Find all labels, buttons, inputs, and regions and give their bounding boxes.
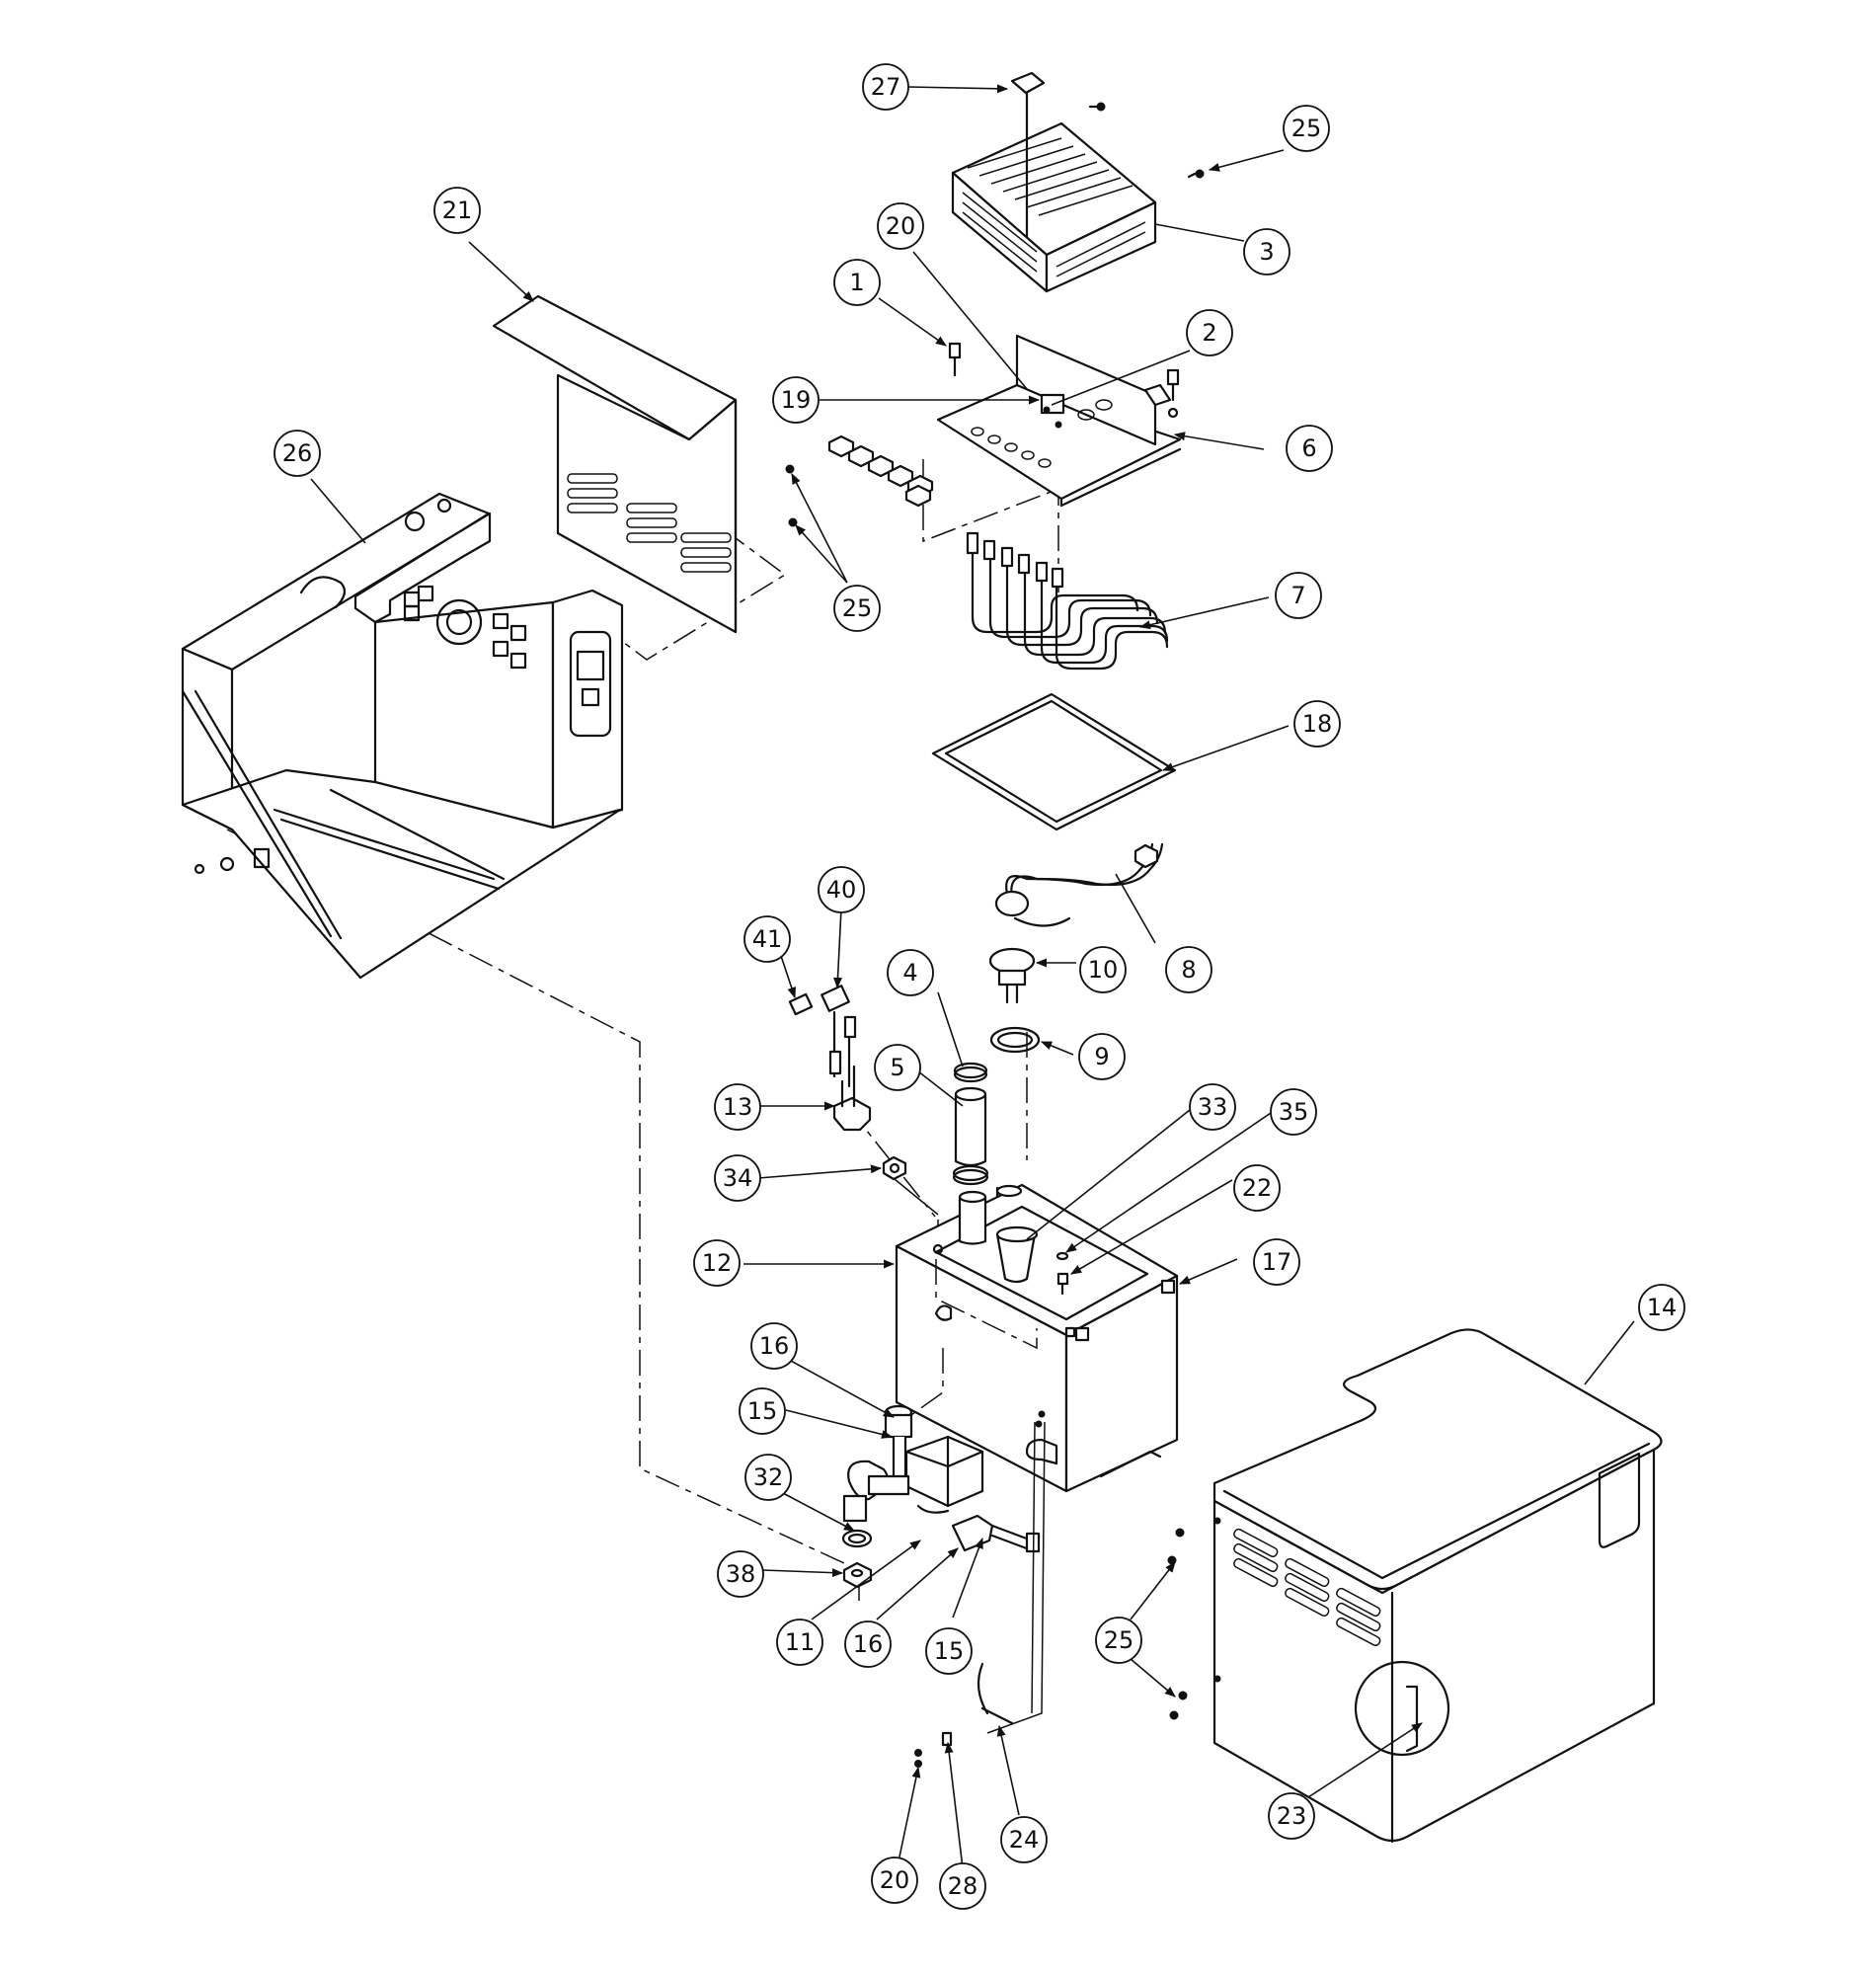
svg-text:32: 32: [753, 1463, 784, 1491]
callout-18: 18: [1293, 700, 1341, 748]
callout-16-upper: 16: [750, 1322, 798, 1370]
svg-text:13: 13: [723, 1093, 753, 1121]
svg-text:20: 20: [886, 212, 916, 240]
svg-text:26: 26: [282, 439, 313, 467]
hose-parts-4-5: [952, 1062, 989, 1186]
callout-8: 8: [1165, 946, 1212, 993]
svg-text:3: 3: [1259, 238, 1274, 266]
callout-20-bottom: 20: [871, 1856, 918, 1904]
svg-text:40: 40: [826, 876, 857, 904]
svg-text:15: 15: [934, 1637, 965, 1665]
callout-34: 34: [714, 1154, 761, 1202]
callout-2: 2: [1186, 309, 1233, 356]
callout-35: 35: [1270, 1088, 1317, 1136]
callout-5: 5: [874, 1044, 921, 1091]
callout-15-upper: 15: [739, 1387, 786, 1435]
svg-text:5: 5: [890, 1054, 904, 1081]
callout-16-lower: 16: [844, 1620, 892, 1668]
callout-13: 13: [714, 1083, 761, 1131]
sensor-parts-8-10-9: [988, 842, 1164, 1054]
cover-panel-part-21: [492, 294, 738, 634]
callout-1: 1: [833, 259, 881, 306]
svg-text:21: 21: [442, 197, 473, 224]
callout-27: 27: [862, 63, 909, 111]
callout-25-mid: 25: [833, 585, 881, 632]
svg-text:2: 2: [1202, 319, 1216, 347]
callout-24: 24: [1000, 1816, 1048, 1863]
callout-40: 40: [818, 866, 865, 913]
callout-22: 22: [1233, 1164, 1281, 1212]
gasket-part-18: [931, 692, 1177, 831]
svg-text:19: 19: [781, 386, 812, 414]
svg-text:15: 15: [747, 1397, 778, 1425]
callout-7: 7: [1275, 572, 1322, 619]
callout-23: 23: [1268, 1792, 1315, 1840]
callout-6: 6: [1286, 425, 1333, 472]
heating-elements-part-7: [966, 531, 1169, 671]
callout-32: 32: [744, 1454, 792, 1501]
grill-cover-part-3: [951, 71, 1205, 293]
svg-text:20: 20: [880, 1866, 910, 1894]
outer-cover-part-14: [1212, 1328, 1663, 1844]
svg-text:16: 16: [759, 1332, 790, 1360]
svg-text:4: 4: [902, 959, 917, 987]
leader-lines: [310, 84, 1635, 1869]
callout-10: 10: [1079, 946, 1127, 993]
callout-26: 26: [274, 430, 321, 477]
svg-text:41: 41: [752, 925, 783, 953]
callout-25-right: 25: [1095, 1617, 1142, 1664]
svg-text:24: 24: [1009, 1826, 1040, 1854]
svg-text:25: 25: [1291, 115, 1322, 142]
svg-text:28: 28: [948, 1872, 978, 1900]
svg-text:38: 38: [726, 1560, 756, 1588]
svg-text:34: 34: [723, 1164, 753, 1192]
callout-14: 14: [1638, 1284, 1685, 1331]
callout-21: 21: [433, 187, 481, 234]
callout-15-lower: 15: [925, 1627, 973, 1675]
tank-part-12: [895, 1183, 1179, 1493]
svg-text:7: 7: [1290, 582, 1305, 609]
callout-17: 17: [1253, 1238, 1300, 1286]
callout-19: 19: [772, 376, 820, 424]
svg-text:8: 8: [1181, 956, 1196, 984]
nut-part-34: [882, 1155, 939, 1216]
svg-text:14: 14: [1647, 1294, 1678, 1321]
mounting-plate-part-6: [936, 334, 1182, 508]
svg-text:6: 6: [1301, 434, 1316, 462]
callout-25-top: 25: [1283, 105, 1330, 152]
svg-text:35: 35: [1279, 1098, 1309, 1126]
fittings-parts-40-41-13: [788, 985, 872, 1132]
svg-text:25: 25: [1104, 1626, 1134, 1654]
callout-9: 9: [1078, 1033, 1126, 1080]
callout-28: 28: [939, 1862, 986, 1910]
svg-text:33: 33: [1198, 1093, 1228, 1121]
callout-33: 33: [1189, 1083, 1236, 1131]
svg-text:25: 25: [842, 594, 873, 622]
cabinet-part-26: [181, 492, 624, 980]
svg-text:12: 12: [702, 1249, 733, 1277]
svg-text:18: 18: [1302, 710, 1333, 738]
svg-text:27: 27: [871, 73, 901, 101]
svg-text:16: 16: [853, 1630, 884, 1658]
svg-text:23: 23: [1277, 1802, 1307, 1830]
callout-4: 4: [887, 949, 934, 996]
svg-text:11: 11: [785, 1628, 816, 1656]
svg-text:10: 10: [1088, 956, 1119, 984]
callout-41: 41: [743, 915, 791, 963]
callout-12: 12: [693, 1239, 741, 1287]
svg-text:22: 22: [1242, 1174, 1273, 1202]
callout-11: 11: [776, 1619, 823, 1666]
callout-3: 3: [1243, 228, 1290, 276]
callout-20-top: 20: [877, 202, 924, 250]
svg-text:17: 17: [1262, 1248, 1292, 1276]
svg-text:1: 1: [849, 269, 864, 296]
callout-38: 38: [717, 1550, 764, 1598]
svg-text:9: 9: [1094, 1043, 1109, 1070]
